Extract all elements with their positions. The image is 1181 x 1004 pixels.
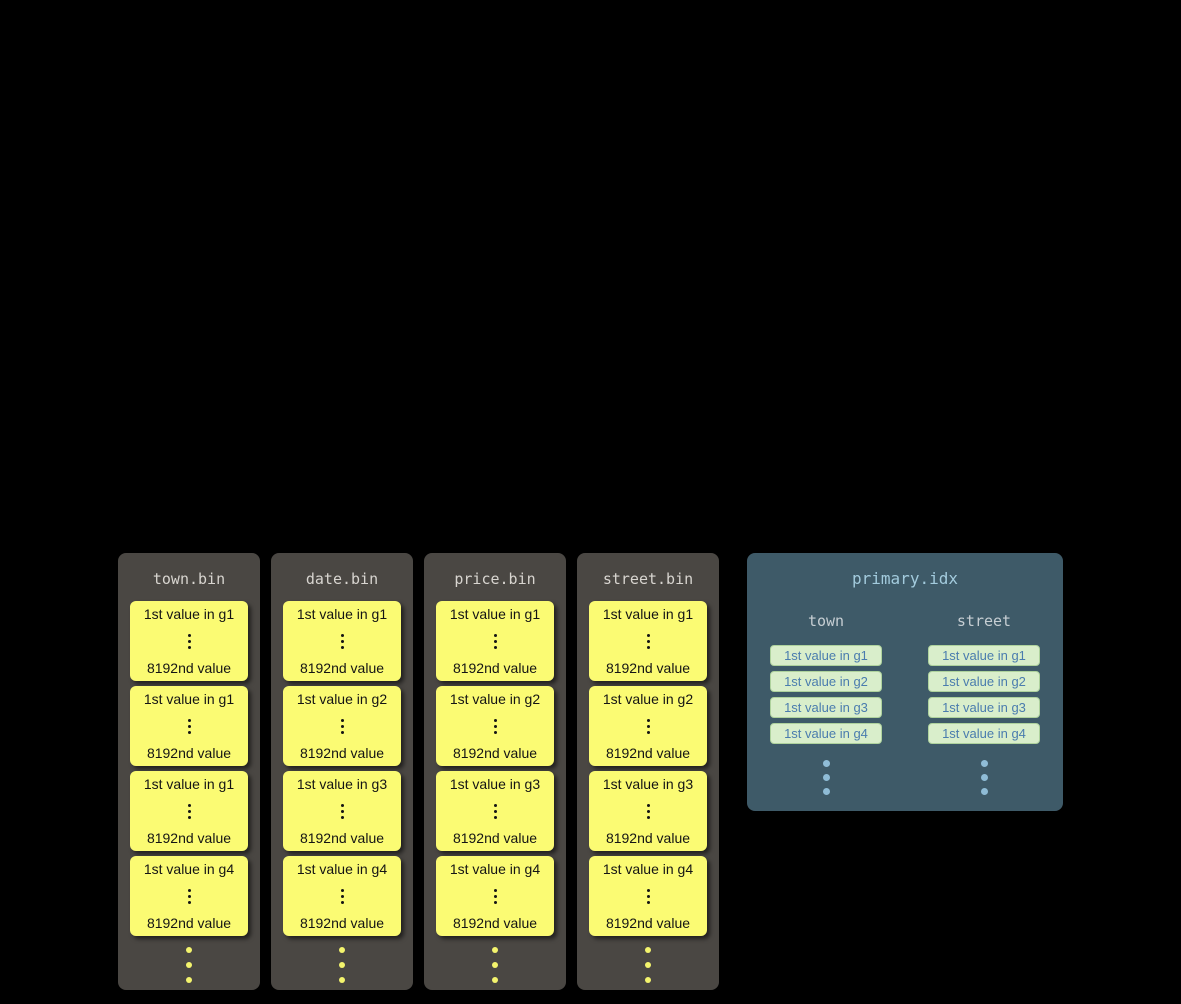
bin-file-panel-street: street.bin 1st value in g1 8192nd value …	[577, 553, 719, 990]
index-column-street: street 1st value in g1 1st value in g2 1…	[914, 612, 1054, 795]
vertical-ellipsis-icon	[187, 718, 191, 734]
granule-last-value: 8192nd value	[299, 915, 385, 931]
granule-first-value: 1st value in g1	[143, 606, 235, 622]
granule-block: 1st value in g2 8192nd value	[589, 686, 707, 766]
granule-block: 1st value in g2 8192nd value	[283, 686, 401, 766]
bin-file-title: street.bin	[602, 570, 694, 588]
granule-last-value: 8192nd value	[605, 745, 691, 761]
primary-index-columns: town 1st value in g1 1st value in g2 1st…	[747, 612, 1063, 795]
granule-last-value: 8192nd value	[146, 830, 232, 846]
index-column-header: street	[956, 612, 1012, 630]
vertical-ellipsis-icon	[340, 718, 344, 734]
bin-file-title: price.bin	[454, 570, 536, 588]
granule-block: 1st value in g3 8192nd value	[436, 771, 554, 851]
bin-file-panel-town: town.bin 1st value in g1 8192nd value 1s…	[118, 553, 260, 990]
granule-last-value: 8192nd value	[452, 915, 538, 931]
vertical-ellipsis-icon	[340, 633, 344, 649]
granule-first-value: 1st value in g1	[143, 691, 235, 707]
index-entry: 1st value in g1	[928, 645, 1040, 666]
granule-first-value: 1st value in g4	[602, 861, 694, 877]
vertical-ellipsis-icon	[646, 718, 650, 734]
granule-first-value: 1st value in g1	[296, 606, 388, 622]
granule-block: 1st value in g4 8192nd value	[589, 856, 707, 936]
vertical-ellipsis-icon	[646, 803, 650, 819]
vertical-ellipsis-icon	[187, 633, 191, 649]
granule-last-value: 8192nd value	[299, 745, 385, 761]
granule-last-value: 8192nd value	[146, 660, 232, 676]
bin-file-title: town.bin	[152, 570, 226, 588]
index-entry: 1st value in g1	[770, 645, 882, 666]
primary-index-title: primary.idx	[852, 569, 958, 588]
vertical-ellipsis-icon	[646, 633, 650, 649]
more-granules-ellipsis-icon	[186, 947, 192, 983]
granule-first-value: 1st value in g2	[602, 691, 694, 707]
granule-last-value: 8192nd value	[605, 915, 691, 931]
granule-block: 1st value in g1 8192nd value	[436, 601, 554, 681]
granule-block: 1st value in g1 8192nd value	[589, 601, 707, 681]
index-column-header: town	[807, 612, 845, 630]
vertical-ellipsis-icon	[187, 888, 191, 904]
index-entry: 1st value in g4	[770, 723, 882, 744]
granule-block: 1st value in g3 8192nd value	[283, 771, 401, 851]
more-granules-ellipsis-icon	[492, 947, 498, 983]
granule-first-value: 1st value in g4	[449, 861, 541, 877]
granule-last-value: 8192nd value	[452, 660, 538, 676]
vertical-ellipsis-icon	[340, 888, 344, 904]
granule-last-value: 8192nd value	[605, 830, 691, 846]
index-entry: 1st value in g4	[928, 723, 1040, 744]
granule-first-value: 1st value in g2	[296, 691, 388, 707]
granule-first-value: 1st value in g4	[143, 861, 235, 877]
index-entry: 1st value in g2	[928, 671, 1040, 692]
more-entries-ellipsis-icon	[822, 760, 830, 795]
granule-block: 1st value in g1 8192nd value	[130, 601, 248, 681]
vertical-ellipsis-icon	[493, 888, 497, 904]
granule-first-value: 1st value in g3	[296, 776, 388, 792]
vertical-ellipsis-icon	[340, 803, 344, 819]
granule-last-value: 8192nd value	[452, 830, 538, 846]
granule-block: 1st value in g1 8192nd value	[130, 686, 248, 766]
granule-block: 1st value in g1 8192nd value	[130, 771, 248, 851]
more-granules-ellipsis-icon	[339, 947, 345, 983]
granule-last-value: 8192nd value	[146, 915, 232, 931]
primary-index-panel: primary.idx town 1st value in g1 1st val…	[747, 553, 1063, 811]
granule-first-value: 1st value in g2	[449, 691, 541, 707]
vertical-ellipsis-icon	[493, 633, 497, 649]
granule-first-value: 1st value in g1	[449, 606, 541, 622]
vertical-ellipsis-icon	[493, 803, 497, 819]
bin-file-panel-price: price.bin 1st value in g1 8192nd value 1…	[424, 553, 566, 990]
vertical-ellipsis-icon	[493, 718, 497, 734]
index-entry: 1st value in g2	[770, 671, 882, 692]
granule-block: 1st value in g3 8192nd value	[589, 771, 707, 851]
granule-block: 1st value in g4 8192nd value	[436, 856, 554, 936]
more-entries-ellipsis-icon	[980, 760, 988, 795]
granule-first-value: 1st value in g3	[602, 776, 694, 792]
granule-block: 1st value in g1 8192nd value	[283, 601, 401, 681]
granule-block: 1st value in g4 8192nd value	[283, 856, 401, 936]
more-granules-ellipsis-icon	[645, 947, 651, 983]
index-entry: 1st value in g3	[770, 697, 882, 718]
vertical-ellipsis-icon	[646, 888, 650, 904]
bin-file-panel-date: date.bin 1st value in g1 8192nd value 1s…	[271, 553, 413, 990]
granule-first-value: 1st value in g1	[602, 606, 694, 622]
granule-block: 1st value in g4 8192nd value	[130, 856, 248, 936]
granule-last-value: 8192nd value	[452, 745, 538, 761]
granule-first-value: 1st value in g3	[449, 776, 541, 792]
granule-first-value: 1st value in g1	[143, 776, 235, 792]
granule-last-value: 8192nd value	[146, 745, 232, 761]
index-column-town: town 1st value in g1 1st value in g2 1st…	[756, 612, 896, 795]
vertical-ellipsis-icon	[187, 803, 191, 819]
column-bin-files: town.bin 1st value in g1 8192nd value 1s…	[118, 553, 719, 990]
granule-first-value: 1st value in g4	[296, 861, 388, 877]
granule-last-value: 8192nd value	[299, 830, 385, 846]
bin-file-title: date.bin	[305, 570, 379, 588]
index-entry: 1st value in g3	[928, 697, 1040, 718]
granule-last-value: 8192nd value	[299, 660, 385, 676]
granule-block: 1st value in g2 8192nd value	[436, 686, 554, 766]
granule-last-value: 8192nd value	[605, 660, 691, 676]
